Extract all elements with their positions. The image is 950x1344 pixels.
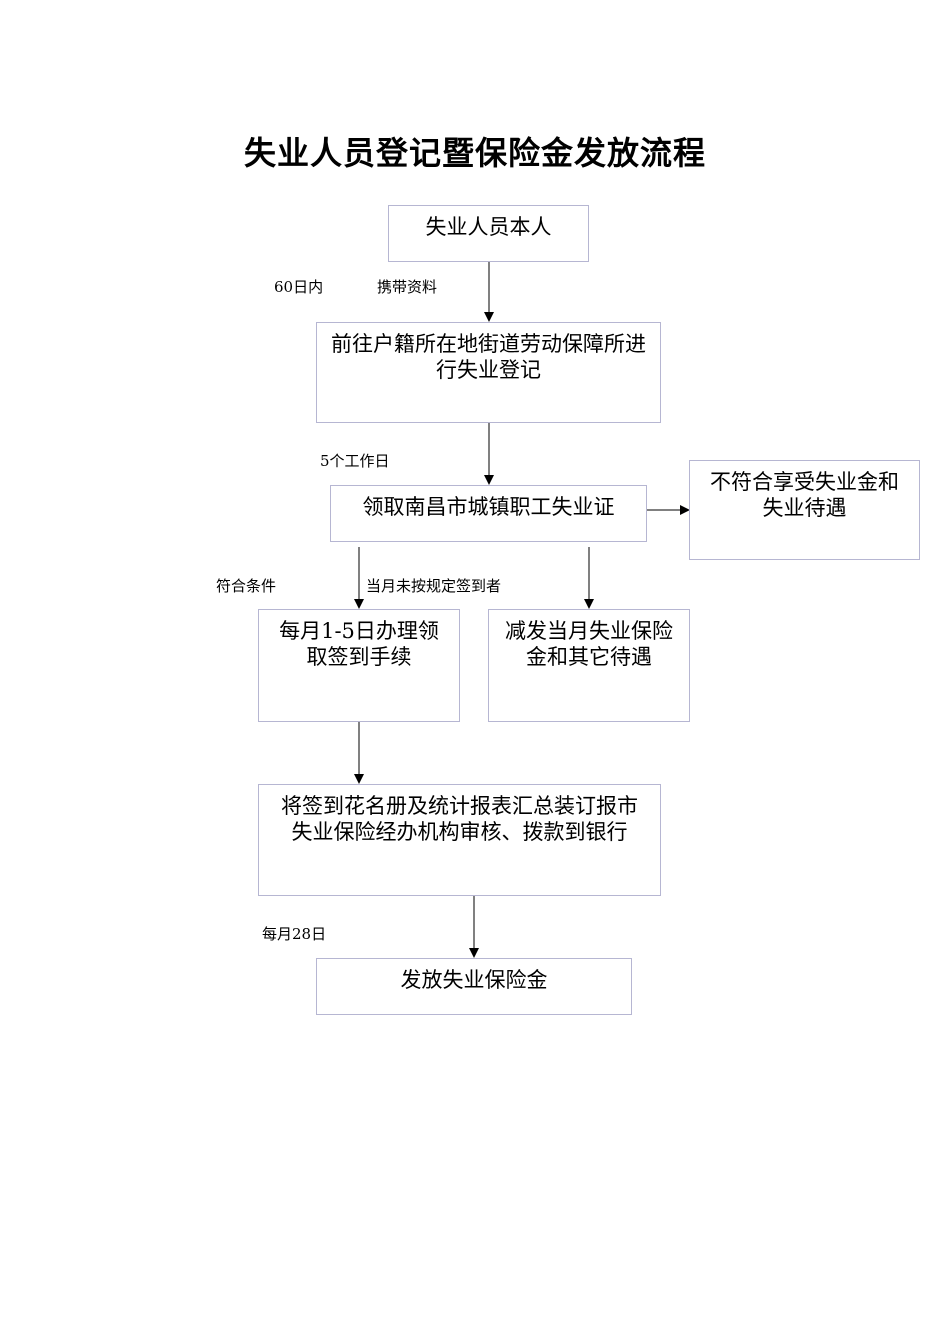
node-start: 失业人员本人	[388, 205, 589, 262]
label-not-signed: 当月未按规定签到者	[366, 577, 502, 595]
label-bring-materials: 携带资料	[377, 278, 438, 296]
node-submit: 将签到花名册及统计报表汇总装订报市失业保险经办机构审核、拨款到银行	[258, 784, 661, 896]
label-monthly-28: 每月28日	[262, 925, 327, 943]
node-monthly-signin: 每月1-5日办理领取签到手续	[258, 609, 460, 722]
node-reduce: 减发当月失业保险金和其它待遇	[488, 609, 690, 722]
label-five-workdays: 5个工作日	[320, 452, 390, 470]
node-register: 前往户籍所在地街道劳动保障所进行失业登记	[316, 322, 661, 423]
page-title: 失业人员登记暨保险金发放流程	[243, 134, 706, 172]
node-certificate: 领取南昌市城镇职工失业证	[330, 485, 647, 542]
node-issue: 发放失业保险金	[316, 958, 632, 1015]
node-not-eligible: 不符合享受失业金和失业待遇	[689, 460, 920, 560]
label-within-60-days: 60日内	[274, 278, 324, 296]
label-eligible: 符合条件	[216, 577, 277, 595]
